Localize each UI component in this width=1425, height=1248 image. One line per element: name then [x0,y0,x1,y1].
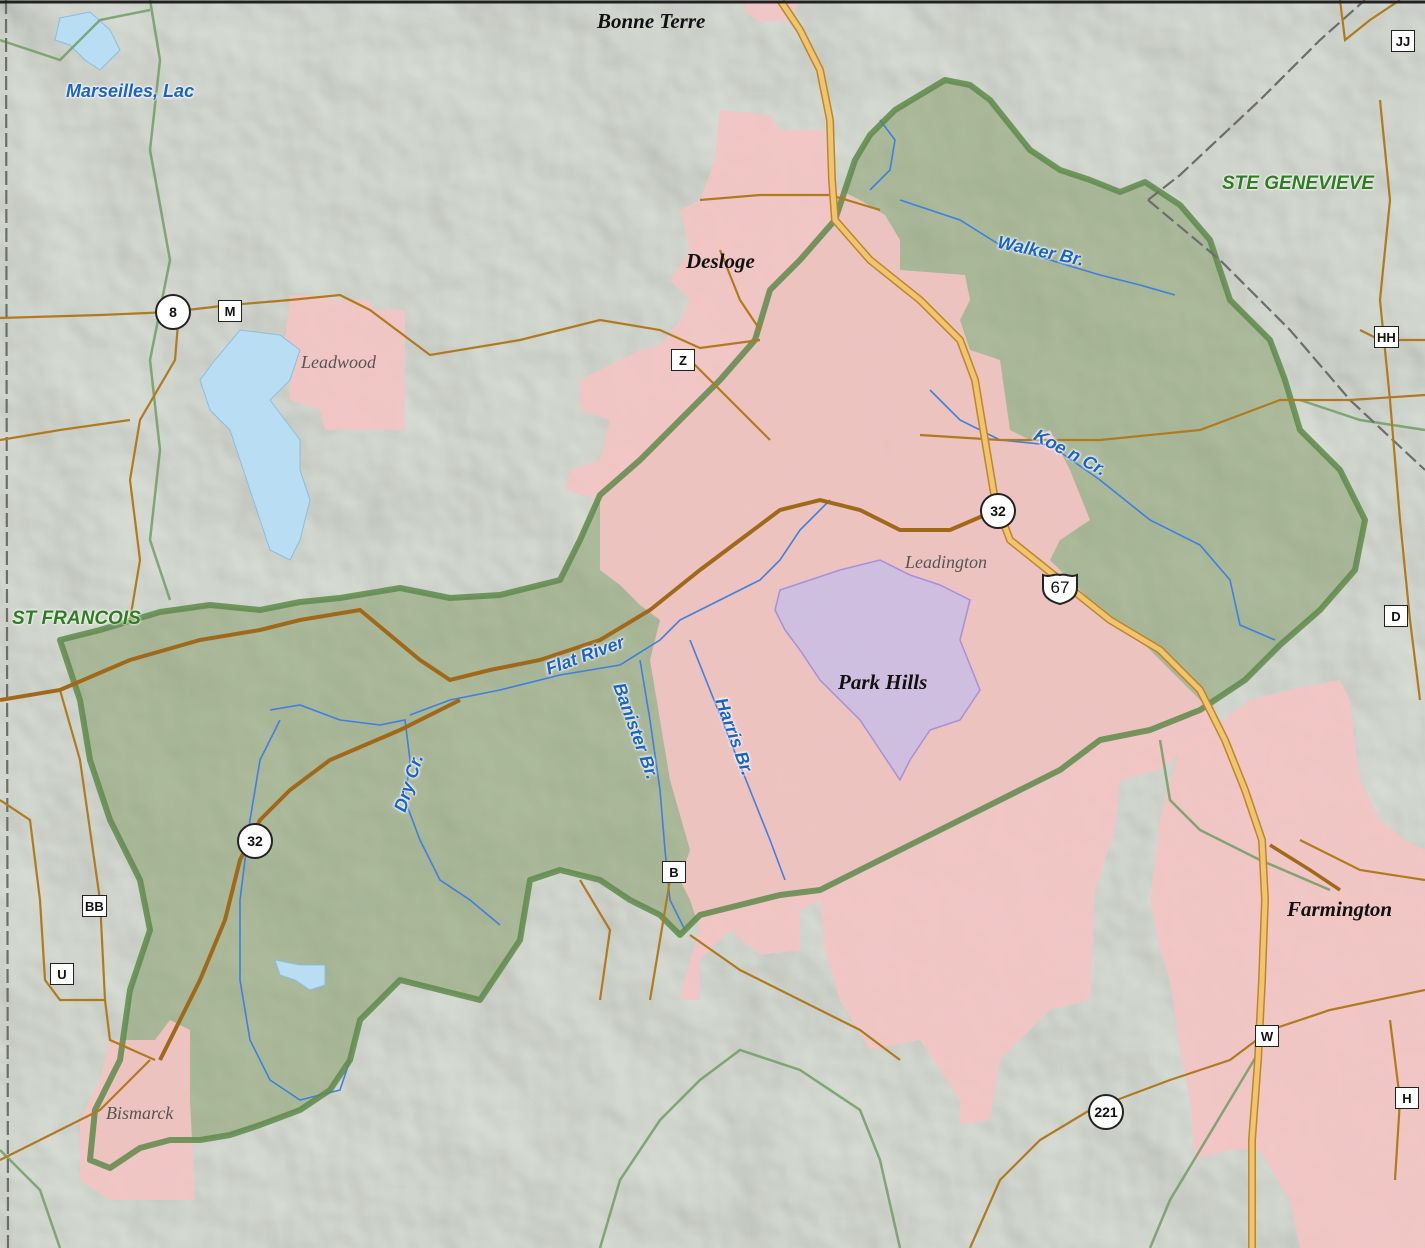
county-label-st-francois: ST FRANCOIS [12,608,141,629]
county-route-shield: U [50,963,74,985]
stream-dry [269,704,501,926]
us-shield-icon [1042,573,1078,606]
city-label-farmington: Farmington [1287,897,1393,921]
watershed-outline [57,77,1368,1171]
county-lines [4,0,1425,1248]
county-route-shield: M [218,300,242,322]
state-route-shield: 32 [980,493,1016,529]
county-route-shield: HH [1374,326,1399,348]
county-route-shield: B [662,861,686,883]
water-label-marseilles-lac: Marseilles, Lac [66,81,195,101]
county-route-shield: JJ [1391,30,1415,52]
lake-small [274,959,326,991]
lake-leadwood-area [199,329,311,561]
urban-bismarck [80,1020,195,1200]
lakes [54,11,326,991]
town-label-bismarck: Bismarck [106,1103,174,1123]
stream-north [869,119,896,191]
stream-banister [639,659,686,931]
city-label-bonne-terre: Bonne Terre [597,9,706,33]
streams [239,119,1276,1101]
city-label-park-hills: Park Hills [838,670,928,694]
lake-marseilles [54,11,121,71]
highway-67 [777,0,1268,1248]
us-route-number: 67 [1050,578,1070,597]
urban-farmington [1150,680,1425,1248]
county-route-shield: H [1395,1087,1419,1109]
stream-harris [689,639,786,881]
county-route-shield: W [1255,1025,1279,1047]
town-label-leadington: Leadington [905,552,988,572]
stream-walker [899,199,1176,296]
county-label-ste-genevieve: STE GENEVIEVE [1222,173,1375,194]
stream-flat-river [409,499,831,716]
county-route-shield: Z [671,349,695,371]
town-label-leadwood: Leadwood [301,352,377,372]
reservoir-park-hills [774,559,981,782]
state-route-shield: 8 [155,294,191,330]
urban-leadwood [285,295,405,430]
county-route-shield: D [1384,605,1408,627]
state-route-shield: 221 [1088,1094,1124,1130]
road-farmington-spur [1269,843,1341,892]
us-route-shield: 67 [1040,572,1080,606]
state-route-shield: 32 [237,823,273,859]
city-label-desloge: Desloge [686,249,755,273]
county-route-shield: BB [82,895,107,917]
